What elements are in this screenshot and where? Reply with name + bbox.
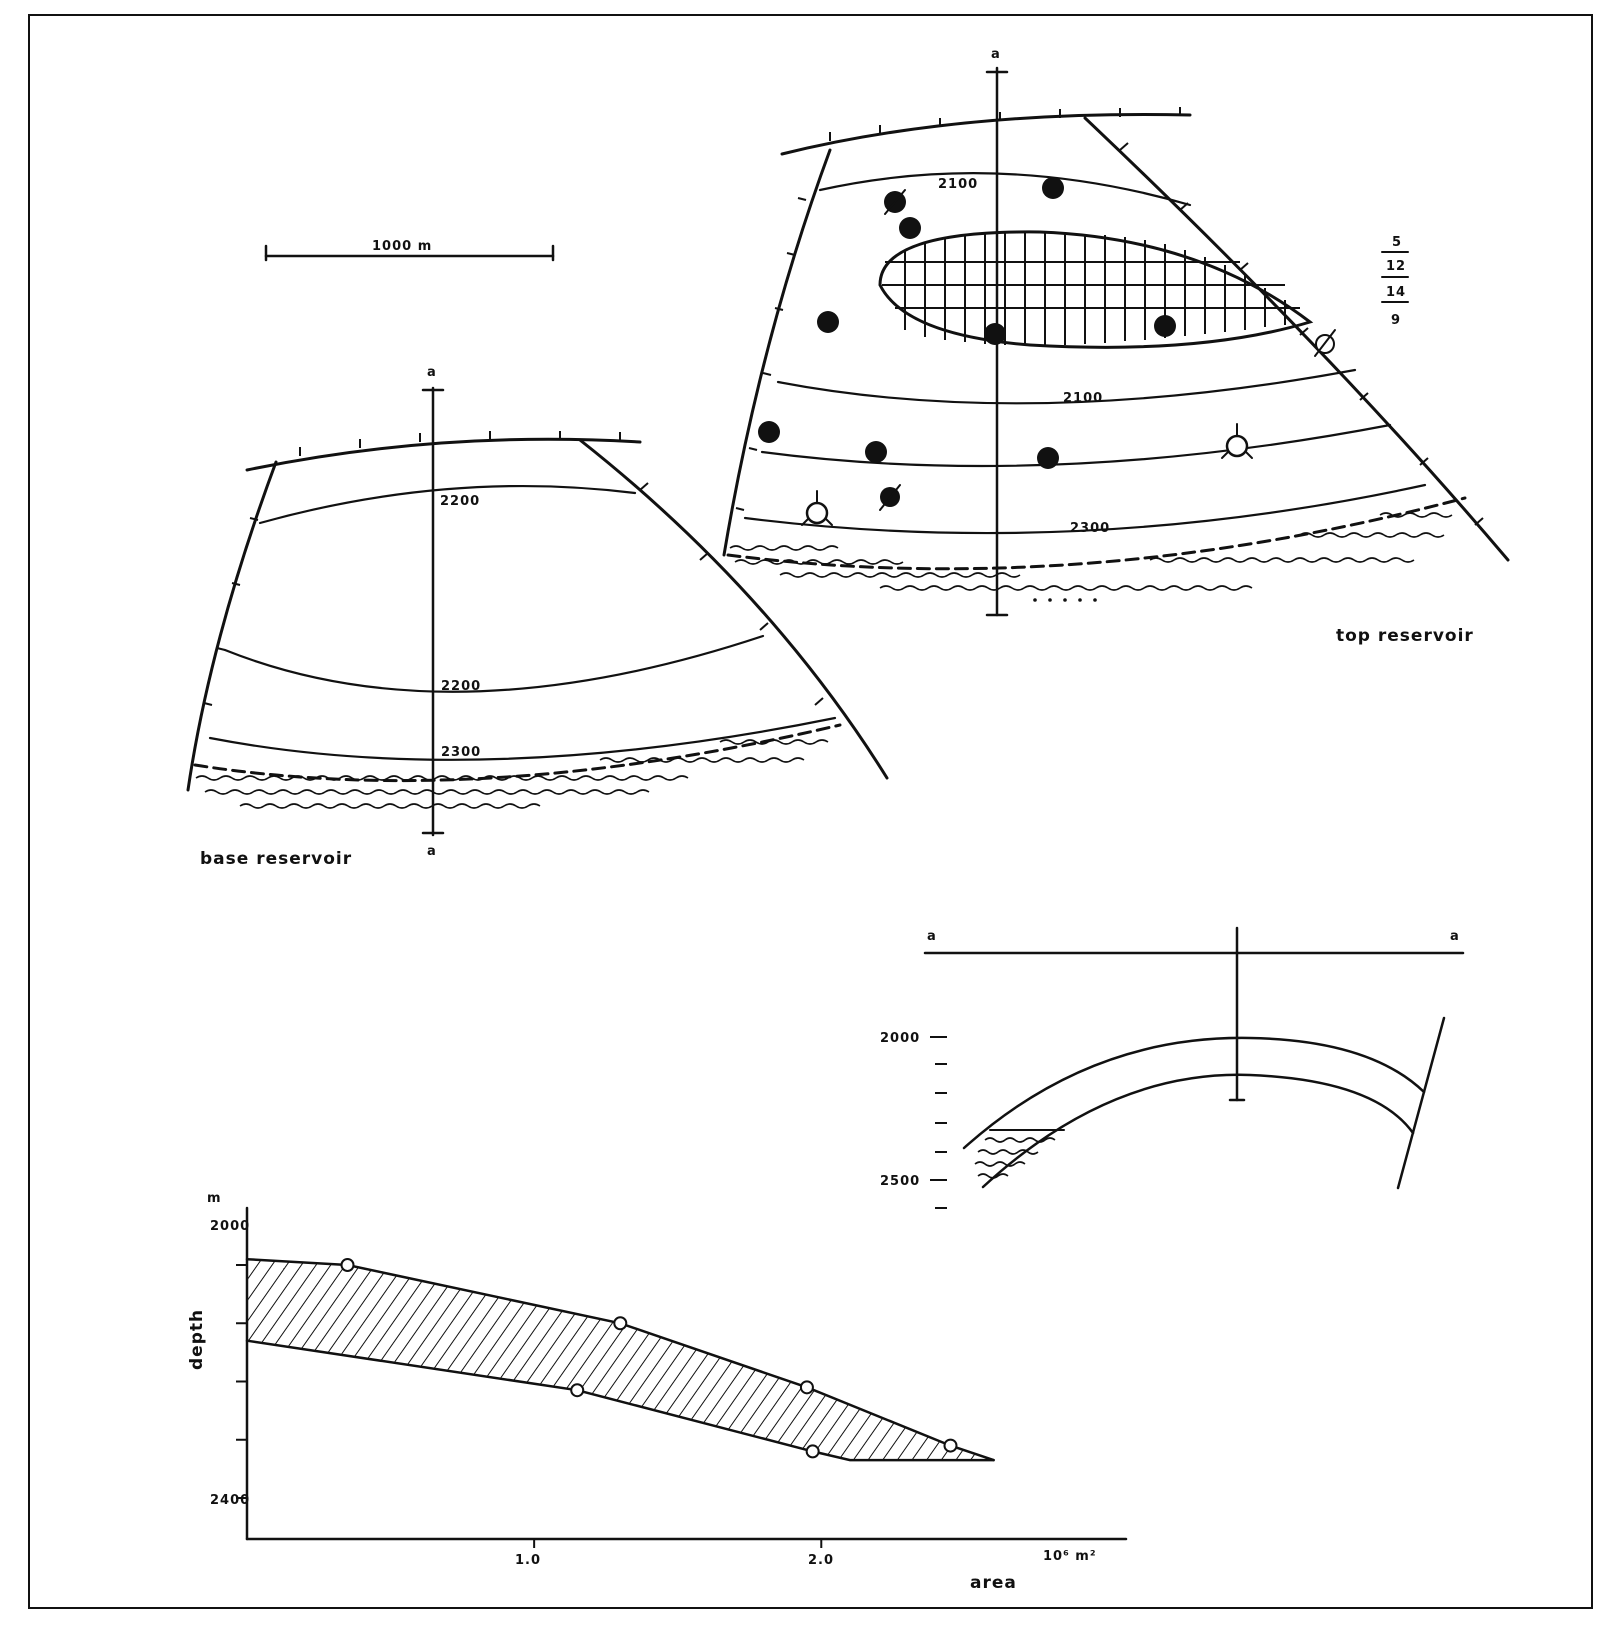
section-water-zone: [974, 1137, 1056, 1179]
oil-well-icon: [1154, 315, 1176, 337]
base-contour-label-2: 2200: [441, 679, 481, 694]
section-right-label: a: [1450, 929, 1460, 944]
data-point: [805, 1444, 820, 1459]
svg-text:12: 12: [1386, 259, 1406, 274]
water-zone-base: [195, 739, 829, 809]
top-contour-label-1: 2100: [938, 177, 978, 192]
base-contour-label-3: 2300: [441, 745, 481, 760]
section-depth-2500: 2500: [880, 1174, 920, 1189]
legend-fraction: 5 12 14 9: [1381, 235, 1409, 328]
x-unit-label: 10⁶ m²: [1043, 1549, 1097, 1564]
oil-well-icon: [1042, 177, 1064, 199]
svg-text:14: 14: [1386, 285, 1406, 300]
depth-area-chart: 2000 2400 1.0 2.0 10⁶ m² m area depth: [187, 1191, 1128, 1593]
scale-bar: 1000 m: [264, 239, 555, 262]
oil-well-icon: [899, 217, 921, 239]
oil-well-icon: [758, 421, 780, 443]
section-depth-2000: 2000: [880, 1031, 920, 1046]
base-map-title: base reservoir: [200, 849, 352, 869]
y-tick-label-2000: 2000: [210, 1219, 250, 1234]
injection-well-icon: [1221, 423, 1253, 459]
y-tick-label-2400: 2400: [210, 1493, 250, 1508]
oil-well-icon: [817, 311, 839, 333]
data-point: [570, 1383, 585, 1398]
well-markers: [758, 177, 1336, 526]
injection-well-icon: [801, 490, 833, 526]
data-point: [799, 1380, 814, 1395]
y-axis-title: depth: [187, 1309, 207, 1370]
scale-bar-label: 1000 m: [372, 239, 432, 254]
base-reservoir-map: a a 2200 2200 2300 base reservoir: [186, 365, 889, 869]
section-left-label: a: [927, 929, 937, 944]
x-tick-label-1: 1.0: [515, 1553, 541, 1568]
data-point: [340, 1258, 355, 1272]
oil-well-icon: [984, 323, 1006, 345]
base-section-end-bottom: a: [427, 844, 437, 859]
top-reservoir-map: a 2100 2100 2300: [722, 47, 1510, 646]
data-point: [943, 1438, 958, 1453]
top-contour-label-2: 2100: [1063, 391, 1103, 406]
cross-section: a a 2000 2500: [880, 926, 1465, 1209]
pay-zone-band: [247, 1259, 994, 1461]
top-section-end-label: a: [991, 47, 1001, 62]
gridded-high-area: [878, 230, 1314, 349]
base-contour-label-1: 2200: [440, 494, 480, 509]
x-tick-label-2: 2.0: [808, 1553, 834, 1568]
top-reservoir-curve: [245, 1257, 995, 1462]
svg-text:9: 9: [1391, 313, 1401, 328]
water-zone-top: [729, 512, 1453, 602]
x-axis-title: area: [970, 1573, 1017, 1593]
figure-frame: [28, 14, 1593, 1609]
top-contour-label-3: 2300: [1070, 521, 1110, 536]
base-section-end-top: a: [427, 365, 437, 380]
y-unit-label: m: [207, 1191, 222, 1206]
top-map-title: top reservoir: [1336, 626, 1474, 646]
oil-well-icon: [1037, 447, 1059, 469]
oil-well-icon: [865, 441, 887, 463]
svg-text:5: 5: [1392, 235, 1402, 250]
data-point: [613, 1316, 628, 1331]
